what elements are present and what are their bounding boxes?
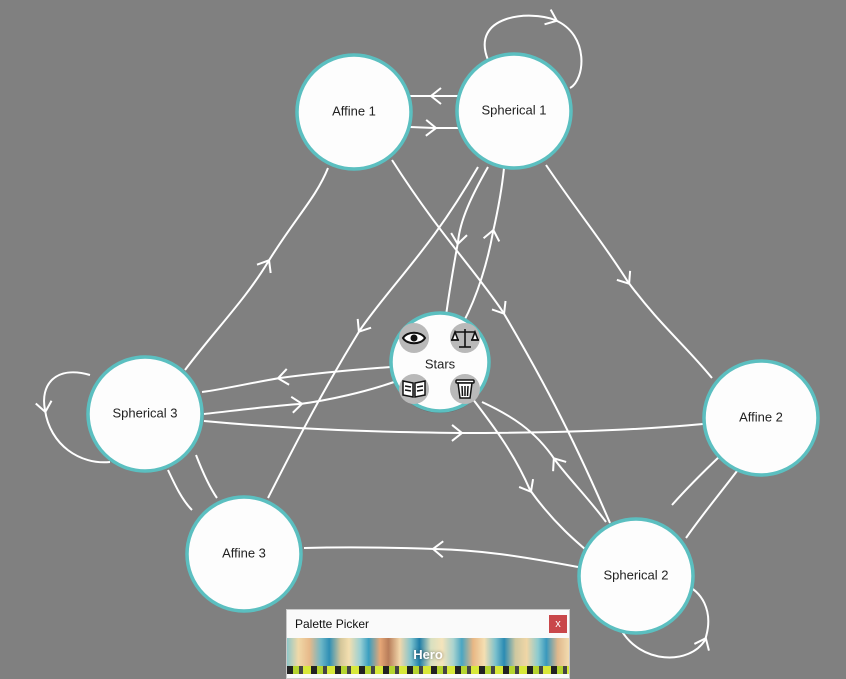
palette-picker-title: Palette Picker [295, 617, 370, 631]
balance-scale-icon [450, 329, 480, 348]
palette-swatch-hero[interactable]: Hero [287, 638, 569, 674]
edge-stars-to-spherical1[interactable] [462, 167, 505, 324]
palette-name: Hero [413, 647, 443, 662]
edge-stars-to-spherical2[interactable] [471, 397, 599, 561]
edge-spherical3-to-affine3[interactable] [167, 469, 193, 511]
edge-spherical1-self-loop[interactable] [483, 9, 583, 89]
edge-spherical2-to-affine2[interactable] [685, 470, 738, 539]
weight-button[interactable] [450, 323, 480, 353]
node-label: Stars [425, 356, 456, 371]
node-spherical-2[interactable]: Spherical 2 [577, 517, 695, 635]
edge-spherical1-to-affine3[interactable] [267, 166, 479, 499]
trash-icon [455, 379, 475, 399]
edge-affine2-to-spherical2[interactable] [671, 455, 721, 506]
node-label: Affine 3 [222, 545, 266, 560]
palette-picker-panel: Palette Picker x Hero [286, 609, 570, 679]
edge-affine1-to-spherical2[interactable] [391, 159, 611, 524]
node-label: Affine 2 [739, 409, 783, 424]
edges [35, 9, 738, 659]
node-affine-2[interactable]: Affine 2 [702, 359, 820, 477]
node-label: Spherical 1 [481, 102, 546, 117]
node-spherical-3[interactable]: Spherical 3 [86, 355, 204, 473]
palette-picker-header[interactable]: Palette Picker x [287, 610, 569, 638]
edge-spherical3-to-affine1[interactable] [184, 167, 329, 371]
edge-stars-to-spherical3[interactable] [201, 366, 392, 393]
edge-spherical3-self-loop[interactable] [35, 371, 111, 464]
edge-spherical2-self-loop[interactable] [619, 584, 710, 659]
edge-spherical1-to-stars[interactable] [444, 166, 489, 324]
edge-spherical3-to-stars[interactable] [203, 381, 395, 415]
edge-spherical2-to-stars[interactable] [481, 401, 607, 523]
eye-icon [401, 331, 427, 345]
edge-spherical2-to-affine3[interactable] [303, 540, 579, 568]
node-spherical-1[interactable]: Spherical 1 [455, 52, 573, 170]
node-stars[interactable]: Stars [389, 311, 491, 413]
edge-spherical1-to-affine2[interactable] [545, 164, 713, 379]
node-affine-1[interactable]: Affine 1 [295, 53, 413, 171]
edge-spherical3-to-affine2[interactable] [203, 420, 704, 442]
close-button[interactable]: x [549, 615, 567, 633]
details-button[interactable] [399, 374, 429, 404]
edge-affine1-to-spherical1[interactable] [409, 119, 458, 137]
node-affine-3[interactable]: Affine 3 [185, 495, 303, 613]
view-button[interactable] [399, 323, 429, 353]
node-label: Spherical 2 [603, 567, 668, 582]
edge-affine3-to-spherical3[interactable] [195, 454, 218, 499]
delete-button[interactable] [450, 374, 480, 404]
node-label: Spherical 3 [112, 405, 177, 420]
palette-swatch-next[interactable] [287, 666, 569, 674]
open-book-icon [402, 380, 426, 398]
node-label: Affine 1 [332, 103, 376, 118]
